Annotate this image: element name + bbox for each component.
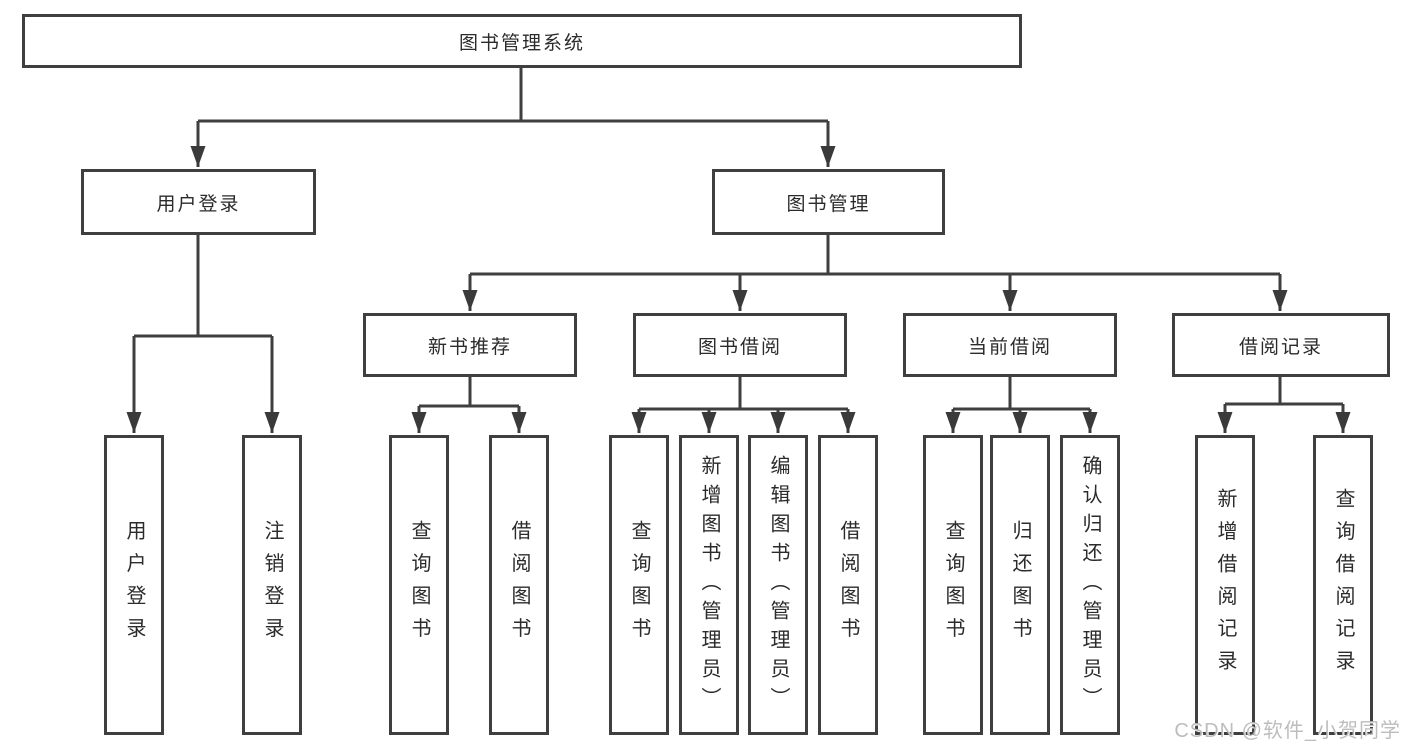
watermark-csdn: CSDN @软件_小贺同学 xyxy=(1174,720,1401,742)
leaf-label: 查询图书 xyxy=(628,520,650,650)
node-user-login: 用户登录 xyxy=(81,169,316,235)
node-borrowing-records: 借阅记录 xyxy=(1172,313,1390,377)
leaf-borrow-books-recommend: 借阅图书 xyxy=(489,435,549,735)
leaf-label: 新增图书（管理员） xyxy=(698,454,720,716)
node-label: 图书管理系统 xyxy=(458,32,585,54)
leaf-label: 归还图书 xyxy=(1009,520,1031,650)
leaf-user-login: 用户登录 xyxy=(104,435,164,735)
leaf-add-book-admin: 新增图书（管理员） xyxy=(679,435,739,735)
leaf-edit-book-admin: 编辑图书（管理员） xyxy=(748,435,808,735)
node-label: 图书管理 xyxy=(786,193,871,215)
node-label: 用户登录 xyxy=(156,193,241,215)
node-book-management: 图书管理 xyxy=(712,169,945,235)
leaf-label: 用户登录 xyxy=(123,520,145,650)
leaf-label: 确认归还（管理员） xyxy=(1079,454,1101,716)
leaf-return-books: 归还图书 xyxy=(990,435,1050,735)
leaf-label: 借阅图书 xyxy=(508,520,530,650)
node-library-management-system: 图书管理系统 xyxy=(22,14,1022,68)
leaf-label: 查询借阅记录 xyxy=(1332,487,1354,683)
node-new-book-recommendation: 新书推荐 xyxy=(363,313,577,377)
leaf-query-books-current: 查询图书 xyxy=(923,435,983,735)
node-label: 当前借阅 xyxy=(967,336,1052,358)
leaf-logout: 注销登录 xyxy=(242,435,302,735)
leaf-label: 查询图书 xyxy=(408,520,430,650)
node-label: 新书推荐 xyxy=(427,336,512,358)
leaf-label: 注销登录 xyxy=(261,520,283,650)
node-label: 图书借阅 xyxy=(697,336,782,358)
node-book-borrowing: 图书借阅 xyxy=(633,313,847,377)
leaf-label: 查询图书 xyxy=(942,520,964,650)
leaf-query-borrow-record: 查询借阅记录 xyxy=(1313,435,1373,735)
leaf-label: 新增借阅记录 xyxy=(1214,487,1236,683)
leaf-label: 借阅图书 xyxy=(837,520,859,650)
leaf-borrow-books-borrowing: 借阅图书 xyxy=(818,435,878,735)
leaf-label: 编辑图书（管理员） xyxy=(767,454,789,716)
node-label: 借阅记录 xyxy=(1238,336,1323,358)
leaf-confirm-return-admin: 确认归还（管理员） xyxy=(1060,435,1120,735)
node-current-borrowing: 当前借阅 xyxy=(903,313,1117,377)
leaf-query-books-recommend: 查询图书 xyxy=(389,435,449,735)
leaf-add-borrow-record: 新增借阅记录 xyxy=(1195,435,1255,735)
leaf-query-books-borrowing: 查询图书 xyxy=(609,435,669,735)
